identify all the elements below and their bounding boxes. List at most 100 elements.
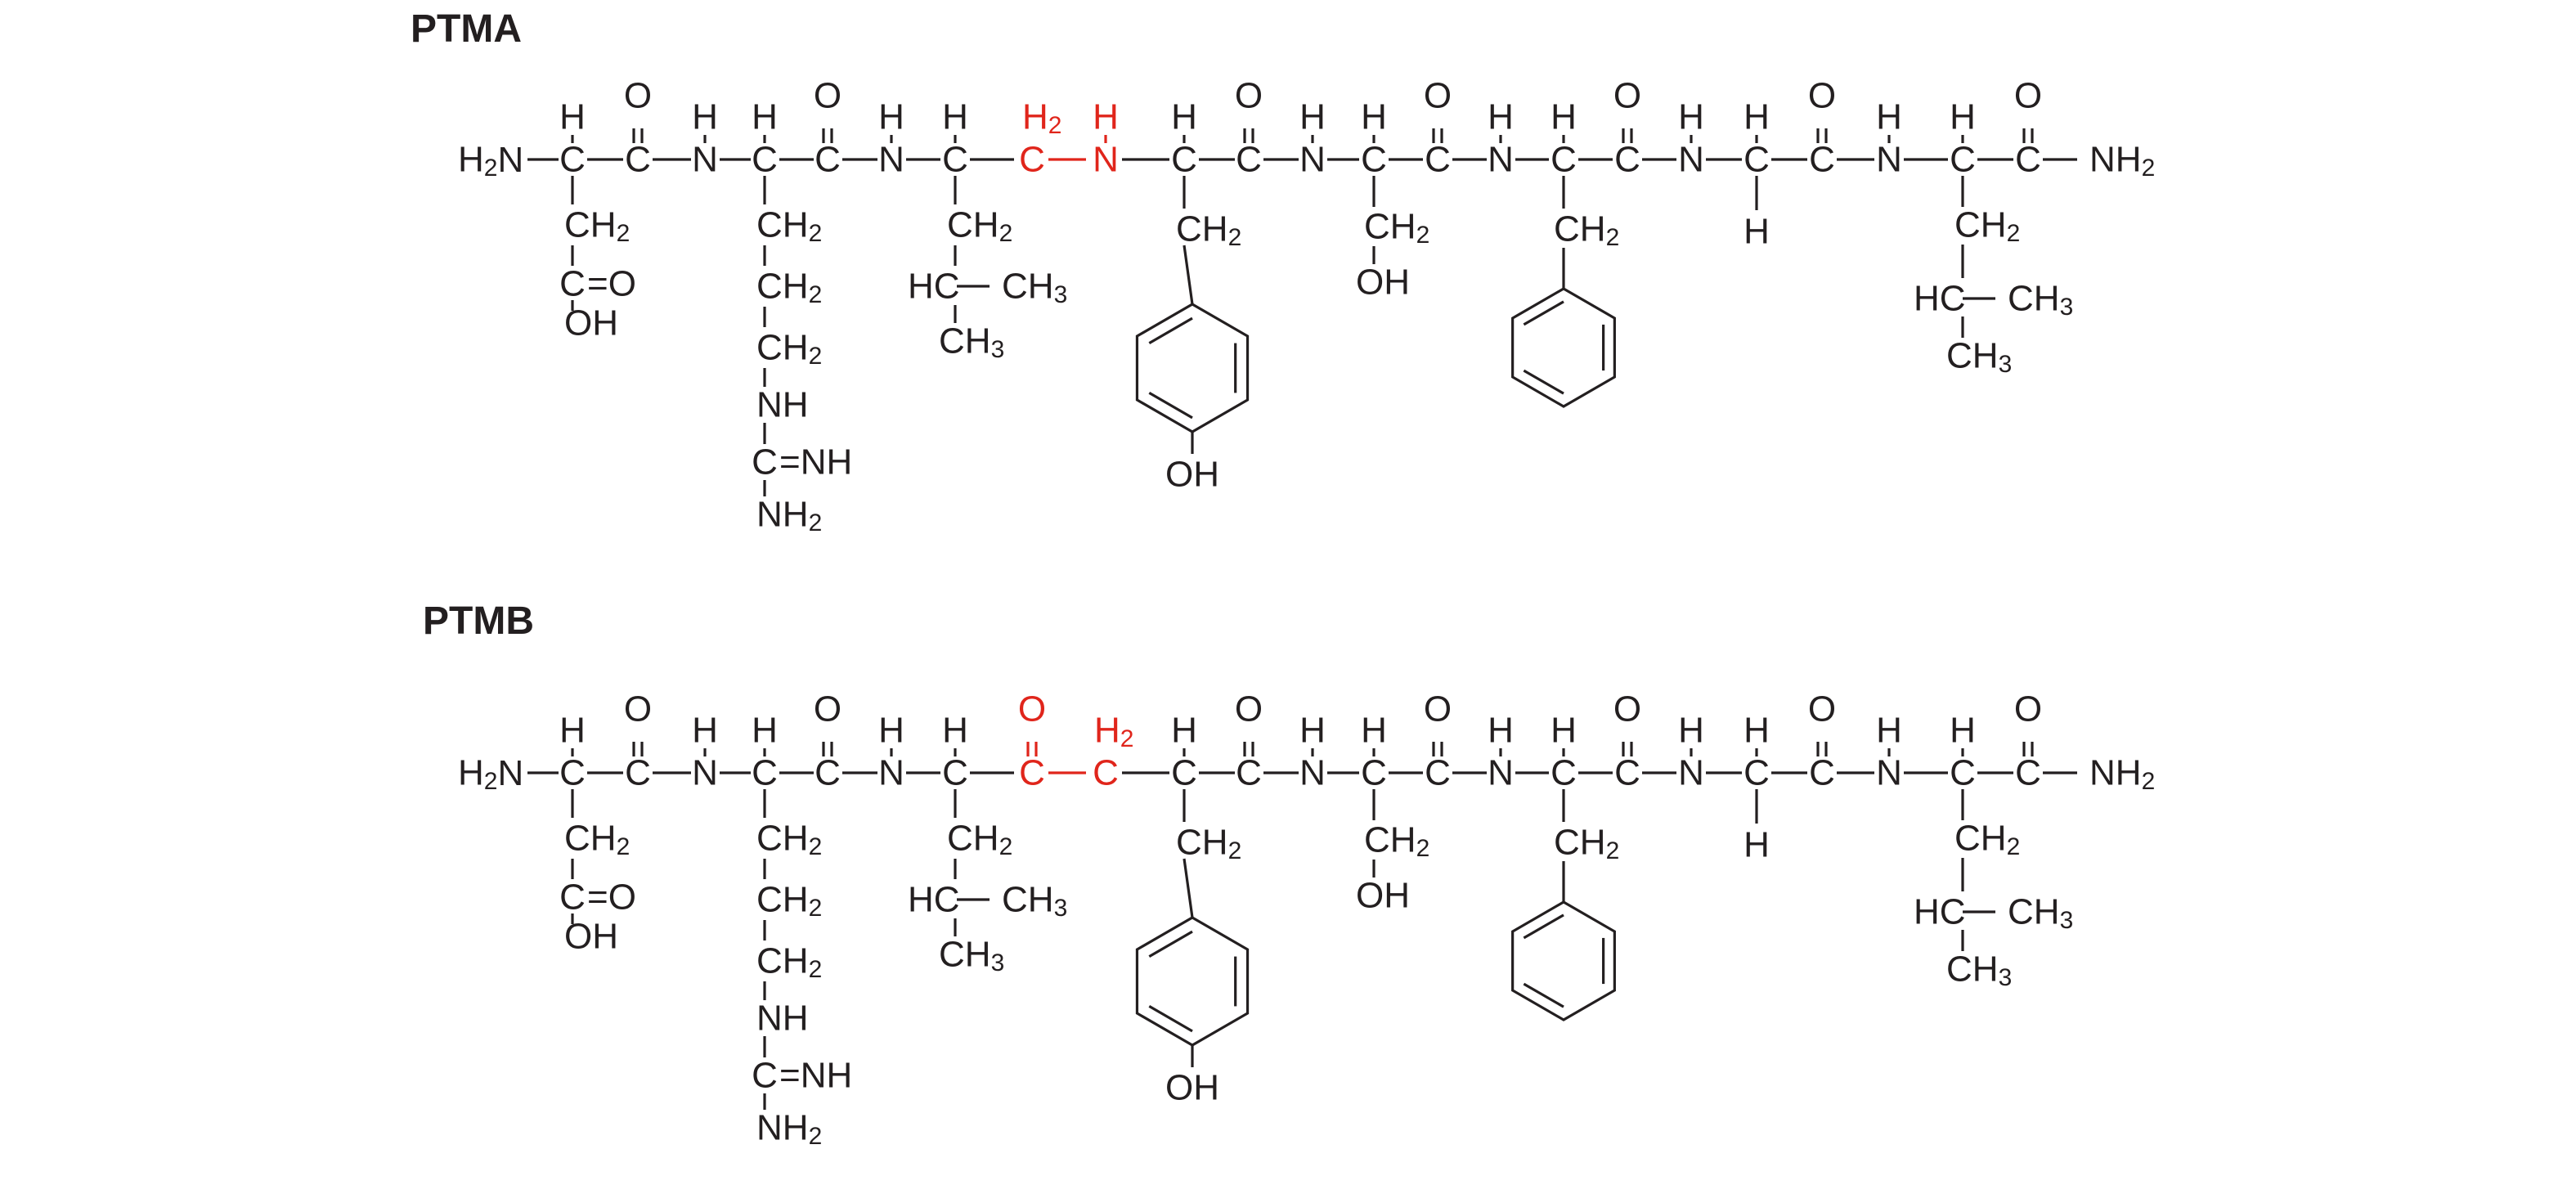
atom-label: H	[1171, 711, 1197, 751]
atom-label: N	[692, 140, 718, 180]
atom-label: H	[1876, 97, 1902, 137]
atom-label: H	[1299, 711, 1326, 751]
linker-atom: C	[1019, 140, 1045, 180]
atom-label: H	[1678, 97, 1704, 137]
benzene-ring	[1511, 287, 1616, 408]
atom-label: C	[815, 753, 841, 793]
atom-label: C	[1551, 140, 1577, 180]
tyr-side-chain: CH2	[1176, 209, 1241, 251]
atom-label: N	[1678, 140, 1704, 180]
arg-side-chain: CH2	[756, 328, 822, 370]
leu-side-chain: HC	[908, 880, 960, 920]
phe-side-chain: CH2	[1554, 209, 1619, 251]
atom-label: N	[1876, 753, 1902, 793]
atom-label: N	[878, 140, 904, 180]
aromatic-bond	[1523, 369, 1564, 395]
atom-label: N	[878, 753, 904, 793]
asp-side-chain: CH2	[564, 819, 630, 860]
leu-side-chain: CH3	[939, 321, 1004, 363]
atom-label: C	[1236, 140, 1262, 180]
ser-side-chain: CH2	[1364, 820, 1429, 862]
atom-label: O	[1808, 76, 1836, 116]
atom-label: H	[1950, 97, 1976, 137]
leu-side-chain: CH3	[1946, 949, 2012, 991]
atom-label: H	[1744, 212, 1770, 252]
panel-title-ptmb: PTMB	[423, 599, 534, 643]
atom-label: C	[1950, 753, 1976, 793]
atom-label: C	[1425, 753, 1451, 793]
carbonyl-label: =O	[587, 878, 636, 918]
atom-label: C	[815, 140, 841, 180]
atom-label: H	[1678, 711, 1704, 751]
leu-side-chain: CH2	[1954, 205, 2020, 247]
atom-label: O	[624, 76, 652, 116]
c-terminus-label: NH2	[2089, 753, 2155, 795]
aromatic-bond	[1523, 913, 1564, 940]
hydroxyl-label: OH	[564, 917, 618, 957]
atom-label: C	[1744, 753, 1770, 793]
leu-side-chain: CH2	[947, 205, 1012, 247]
bond	[1183, 245, 1194, 305]
linker-atom: H2	[1022, 97, 1061, 139]
atom-label: C	[1361, 140, 1387, 180]
guanidino-label: NH2	[756, 495, 822, 536]
atom-label: C	[752, 442, 778, 483]
benzene-ring	[1135, 916, 1250, 1047]
atom-label: C	[1950, 140, 1976, 180]
atom-label: C	[1614, 140, 1640, 180]
atom-label: O	[1235, 689, 1263, 729]
linker-atom: C	[1093, 753, 1119, 793]
atom-label: O	[1808, 689, 1836, 729]
atom-label: N	[692, 753, 718, 793]
atom-label: N	[1678, 753, 1704, 793]
phe-side-chain: CH2	[1554, 823, 1619, 864]
atom-label: H	[692, 97, 718, 137]
atom-label: H	[1361, 711, 1387, 751]
atom-label: C	[625, 753, 651, 793]
atom-label: O	[624, 689, 652, 729]
atom-label: C	[1614, 753, 1640, 793]
aromatic-bond	[1148, 392, 1193, 420]
atom-label: H	[1551, 711, 1577, 751]
atom-label: H	[878, 97, 904, 137]
atom-label: H	[752, 97, 778, 137]
atom-label: C	[752, 753, 778, 793]
hydroxyl-label: OH	[1165, 455, 1219, 495]
aromatic-bond	[1523, 982, 1564, 1008]
atom-label: O	[2014, 76, 2042, 116]
linker-atom: N	[1093, 140, 1119, 180]
atom-label: H	[878, 711, 904, 751]
atom-label: H	[1744, 711, 1770, 751]
benzene-ring	[1511, 900, 1616, 1021]
guanidino-label: NH	[756, 385, 809, 425]
atom-label: H	[1488, 97, 1514, 137]
leu-side-chain: HC	[908, 267, 960, 307]
atom-label: C	[559, 264, 586, 304]
leu-side-chain: CH3	[2008, 892, 2073, 934]
atom-label: C	[625, 140, 651, 180]
atom-label: H	[1551, 97, 1577, 137]
atom-label: H	[1299, 97, 1326, 137]
atom-label: C	[942, 140, 968, 180]
leu-side-chain: CH3	[1946, 336, 2012, 378]
atom-label: H	[1744, 825, 1770, 865]
atom-label: H	[1361, 97, 1387, 137]
atom-label: O	[1613, 689, 1641, 729]
atom-label: C	[752, 1056, 778, 1096]
leu-side-chain: CH3	[939, 935, 1004, 976]
bond	[1183, 858, 1194, 918]
leu-side-chain: CH3	[2008, 279, 2073, 321]
atom-label: C	[559, 140, 586, 180]
arg-side-chain: CH2	[756, 267, 822, 308]
linker-atom: H	[1093, 97, 1119, 137]
atom-label: C	[1809, 753, 1835, 793]
tyr-side-chain: CH2	[1176, 823, 1241, 864]
aromatic-bond	[1523, 300, 1564, 326]
n-terminus-label: H2N	[458, 140, 523, 182]
atom-label: H	[752, 711, 778, 751]
atom-label: H	[559, 97, 586, 137]
arg-side-chain: CH2	[756, 941, 822, 983]
atom-label: C	[1236, 753, 1262, 793]
leu-side-chain: HC	[1914, 892, 1966, 932]
atom-label: C	[942, 753, 968, 793]
